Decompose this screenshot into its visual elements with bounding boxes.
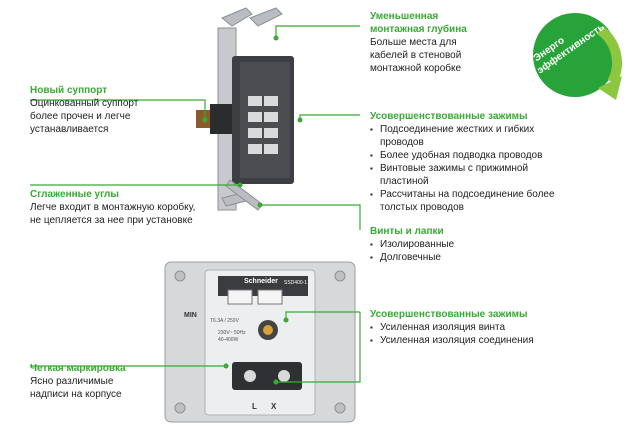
device-min-label: MIN <box>184 312 197 319</box>
list-item: Рассчитаны на подсоединение более толсты… <box>370 188 560 214</box>
list-item: Долговечные <box>370 251 520 264</box>
callout-clamps-top: Усовершенствованные зажимы Подсоединение… <box>370 110 560 214</box>
device-spec1: 230V~ 50Hz <box>218 330 246 336</box>
dimmer-front-view <box>164 261 356 423</box>
leader-dots <box>202 35 303 385</box>
callout-clamps-top-title: Усовершенствованные зажимы <box>370 111 528 122</box>
list-item: Более удобная подводка проводов <box>370 149 560 162</box>
callout-screws: Винты и лапки Изолированные Долговечные <box>370 225 520 264</box>
device-spec2: 40-400W <box>218 337 239 343</box>
callout-corners-title: Сглаженные углы <box>30 189 119 200</box>
list-item: Изолированные <box>370 238 520 251</box>
list-item: Винтовые зажимы с прижимной пластиной <box>370 162 560 188</box>
callout-support: Новый суппорт Оцинкованный суппорт более… <box>30 84 190 136</box>
callout-clamps-bottom: Усовершенствованные зажимы Усиленная изо… <box>370 308 560 347</box>
callout-corners: Сглаженные углы Легче входит в монтажную… <box>30 188 230 227</box>
energy-badge-icon <box>533 13 622 100</box>
callout-clamps-bottom-title: Усовершенствованные зажимы <box>370 309 528 320</box>
device-brand: Schneider <box>244 278 278 285</box>
callout-support-body: Оцинкованный суппорт более прочен и легч… <box>30 98 139 135</box>
terminal-l: L <box>252 402 257 411</box>
callout-marking-title: Четкая маркировка <box>30 363 126 374</box>
callout-corners-body: Легче входит в монтажную коробку, не цеп… <box>30 202 196 226</box>
callout-depth: Уменьшенная монтажная глубина Больше мес… <box>370 10 500 75</box>
callout-support-title: Новый суппорт <box>30 85 108 96</box>
list-item: Усиленная изоляция соединения <box>370 334 560 347</box>
dimmer-side-view <box>196 7 294 211</box>
leader-lines <box>30 25 361 383</box>
callout-screws-title: Винты и лапки <box>370 226 444 237</box>
callout-marking: Четкая маркировка Ясно различимые надпис… <box>30 362 160 401</box>
list-item: Подсоединение жестких и гибких проводов <box>370 123 560 149</box>
callout-depth-title: Уменьшенная монтажная глубина <box>370 11 467 35</box>
terminal-x: X <box>271 402 277 411</box>
device-rating: T6.3A / 250V <box>210 318 239 324</box>
device-model: SSD400-1 <box>284 280 308 286</box>
list-item: Усиленная изоляция винта <box>370 321 560 334</box>
callout-depth-body: Больше места для кабелей в стеновой монт… <box>370 37 462 74</box>
callout-marking-body: Ясно различимые надписи на корпусе <box>30 376 122 400</box>
